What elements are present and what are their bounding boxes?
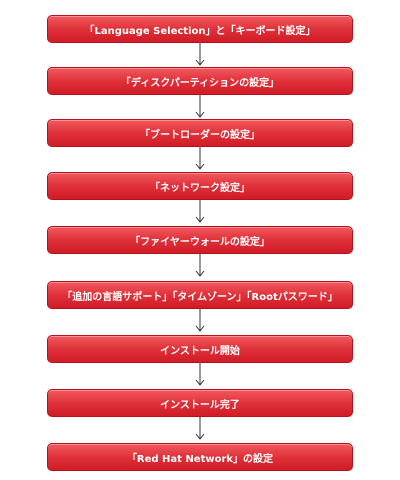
step-language-timezone-root: 「追加の言語サポート」「タイムゾーン」「Rootパスワード」 <box>47 281 353 309</box>
arrow-down-icon <box>195 147 205 171</box>
step-label: インストール完了 <box>160 399 240 411</box>
step-network: 「ネットワーク設定」 <box>47 172 353 200</box>
step-label: 「追加の言語サポート」「タイムゾーン」「Rootパスワード」 <box>62 291 338 303</box>
step-language-keyboard: 「Language Selection」と「キーボード設定」 <box>47 15 353 43</box>
step-label: 「Red Hat Network」の設定 <box>126 453 274 465</box>
step-label: 「ディスクパーティションの設定」 <box>120 77 280 89</box>
arrow-down-icon <box>195 254 205 278</box>
arrow-down-icon <box>195 43 205 67</box>
step-install-complete: インストール完了 <box>47 389 353 417</box>
arrow-down-icon <box>195 309 205 333</box>
step-red-hat-network: 「Red Hat Network」の設定 <box>47 443 353 471</box>
arrow-down-icon <box>195 200 205 224</box>
step-label: インストール開始 <box>160 345 240 357</box>
arrow-down-icon <box>195 363 205 387</box>
step-label: 「ファイヤーウォールの設定」 <box>130 236 270 248</box>
arrow-down-icon <box>195 95 205 119</box>
step-disk-partition: 「ディスクパーティションの設定」 <box>47 67 353 95</box>
step-install-start: インストール開始 <box>47 335 353 363</box>
arrow-down-icon <box>195 417 205 441</box>
step-firewall: 「ファイヤーウォールの設定」 <box>47 226 353 254</box>
step-label: 「ネットワーク設定」 <box>150 182 250 194</box>
step-label: 「Language Selection」と「キーボード設定」 <box>84 25 316 37</box>
step-label: 「ブートローダーの設定」 <box>140 129 260 141</box>
step-bootloader: 「ブートローダーの設定」 <box>47 119 353 147</box>
